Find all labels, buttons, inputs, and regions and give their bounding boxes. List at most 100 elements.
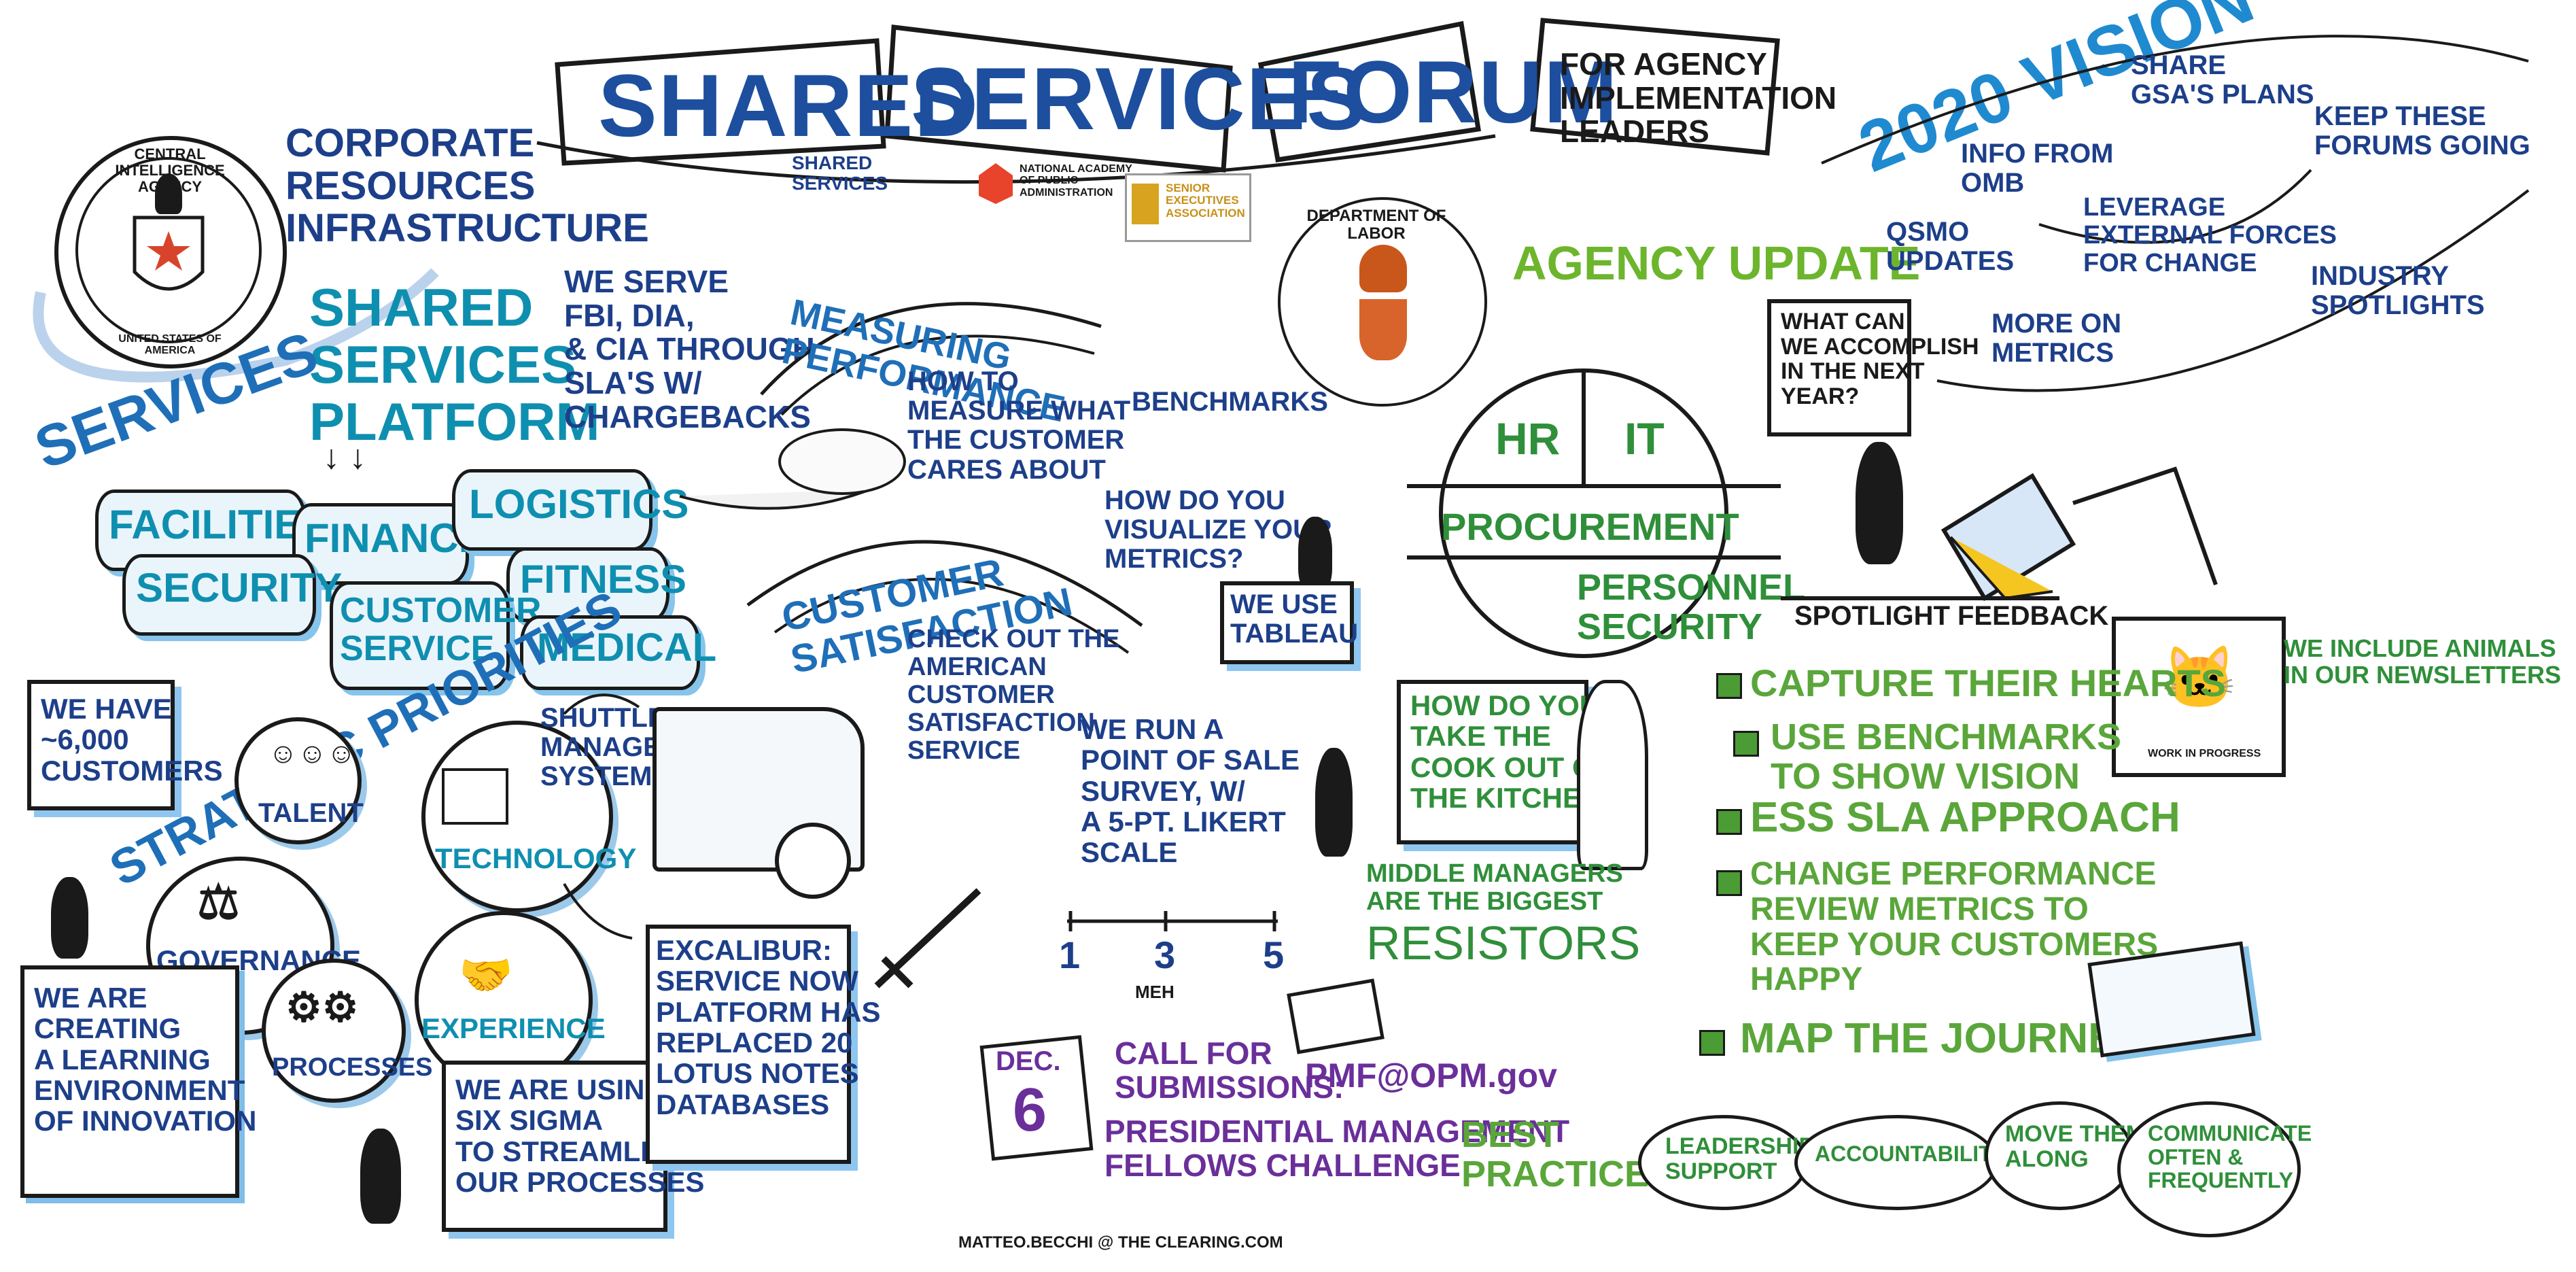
speaker-figure-icon (360, 1129, 401, 1224)
vision-leverage: Leverage external forces for change (2083, 193, 2337, 278)
six-sigma-bubble (442, 1061, 667, 1232)
vision-question-bubble (1767, 299, 1911, 436)
dol-shield-icon (1359, 299, 1407, 360)
animals-note: We include animals in our newsletters (2284, 634, 2562, 689)
person-figure-icon (51, 877, 88, 959)
likert-5: 5 (1263, 933, 1285, 976)
dol-eagle-icon (1359, 245, 1407, 292)
service-customer-service (330, 581, 510, 690)
vision-metrics: More on metrics (1991, 309, 2122, 368)
wip-caption: Work in progress (2148, 748, 2261, 759)
banner-subtitle: For Agency Implementation Leaders (1560, 46, 1837, 150)
experience-label: Experience (421, 1012, 606, 1044)
learning-stairs (20, 965, 239, 1198)
best-practice-move-along-label: Move them along (2005, 1121, 2145, 1172)
experience-circle (415, 911, 593, 1089)
call-heading: Call for submissions: (1115, 1035, 1344, 1105)
visualize-question: How do you visualize your metrics? (1104, 485, 1332, 574)
service-fitness-label: Fitness (520, 557, 686, 602)
excalibur-bubble (646, 925, 851, 1164)
coins-stack-icon (778, 428, 906, 495)
service-facilities-label: Facilities (109, 502, 329, 547)
spotlight-item-4: Change performance review metrics to kee… (1750, 856, 2159, 998)
benchmarks-label: Benchmarks (1132, 387, 1328, 417)
customers-note: We have ~6,000 customers (41, 693, 223, 787)
vision-qsmo: QSMO updates (1886, 217, 2015, 277)
checkbox-3-icon (1716, 809, 1742, 835)
dol-personnel-security: Personnel Security (1577, 567, 1806, 648)
down-arrows-icon: ↓ ↓ (323, 438, 366, 476)
checkbox-1-icon (1716, 673, 1742, 699)
checkbox-4-icon (1716, 870, 1742, 896)
talent-circle (234, 717, 362, 844)
customers-bubble (27, 680, 175, 810)
agency-update-heading: Agency Update (1512, 237, 1921, 290)
dol-seal-text: Department of Labor (1306, 207, 1446, 243)
banner-word-services: Services (911, 49, 1368, 148)
banner-word-forum: Forum (1288, 42, 1619, 141)
service-logistics-label: Logistics (469, 481, 689, 527)
handshake-icon: 🤝 (459, 950, 513, 999)
best-practice-leadership-label: Leadership support (1665, 1133, 1815, 1184)
calendar-day: 6 (1013, 1076, 1047, 1144)
processes-label: Processes (272, 1053, 433, 1082)
service-customer-service-label: Customer Service (340, 591, 542, 669)
tableau-note: We use Tableau (1230, 589, 1359, 649)
artist-credit: Matteo.Becchi @ the Clearing.com (958, 1233, 1283, 1252)
best-practice-communicate (2117, 1101, 2301, 1237)
vision-info-omb: Info from OMB (1961, 139, 2114, 199)
gears-icon: ⚙⚙ (285, 984, 359, 1030)
sea-emblem-icon (1132, 184, 1159, 224)
dol-it: IT (1624, 413, 1665, 464)
spotlight-item-1: Capture their hearts (1750, 661, 2227, 704)
van-wheel-icon (775, 823, 851, 899)
checkbox-2-icon (1733, 731, 1759, 757)
likert-meh: Meh (1135, 982, 1174, 1002)
resistors-label: Resistors (1366, 916, 1641, 969)
service-security-label: Security (136, 565, 343, 611)
cook-question-bubble (1397, 680, 1588, 844)
technology-label: Technology (435, 842, 637, 874)
learning-note: We are creating a learning environment o… (34, 982, 257, 1137)
cia-seal-bottom: United States of America (118, 333, 222, 357)
pmf-challenge: Presidential Management Fellows Challeng… (1104, 1114, 1570, 1183)
service-medical (520, 615, 700, 690)
service-logistics (452, 469, 652, 551)
tableau-box (1220, 581, 1354, 664)
spotlight-item-3: ESS SLA approach (1750, 794, 2180, 841)
check-out-acsi: Check out the American Customer Satisfac… (907, 625, 1120, 766)
technology-circle (421, 721, 613, 912)
likert-1: 1 (1059, 933, 1081, 976)
middle-managers-note: Middle managers are the biggest (1366, 859, 1623, 916)
talent-label: Talent (258, 798, 364, 828)
dol-procurement: Procurement (1441, 505, 1739, 548)
chef-figure-icon (1577, 680, 1648, 870)
eagle-icon (155, 173, 182, 214)
survey-note: We run a point of sale survey, w/ a 5-pt… (1081, 713, 1300, 869)
banner-word-shared: Shared (598, 56, 979, 155)
service-security (122, 554, 316, 636)
calendar-month: Dec. (996, 1046, 1061, 1076)
six-sigma-note: We are using Six Sigma to streamline our… (455, 1073, 705, 1199)
vision-question: What can we accomplish in the next year? (1781, 309, 1979, 410)
we-serve-note: We serve FBI, DIA, & CIA through SLA's w… (564, 264, 815, 434)
checkbox-5-icon (1699, 1030, 1725, 1056)
call-email: PMF@OPM.gov (1305, 1056, 1557, 1095)
likert-3: 3 (1154, 933, 1176, 976)
spotlight-item-5: Map the journey (1740, 1015, 2144, 1062)
people-icon: ☺☺☺ (268, 737, 356, 769)
best-practice-accountability (1794, 1115, 1998, 1210)
best-practice-communicate-label: Communicate often & frequently (2148, 1121, 2312, 1193)
sea-label: Senior Executives Association (1166, 182, 1245, 220)
how-to-measure: How to measure what the customer cares a… (907, 366, 1131, 485)
spotlight-heading: Spotlight Feedback (1794, 601, 2109, 631)
best-practices-heading: Best Practices: (1461, 1114, 1686, 1195)
shared-services-logo: Shared Services (792, 152, 888, 194)
